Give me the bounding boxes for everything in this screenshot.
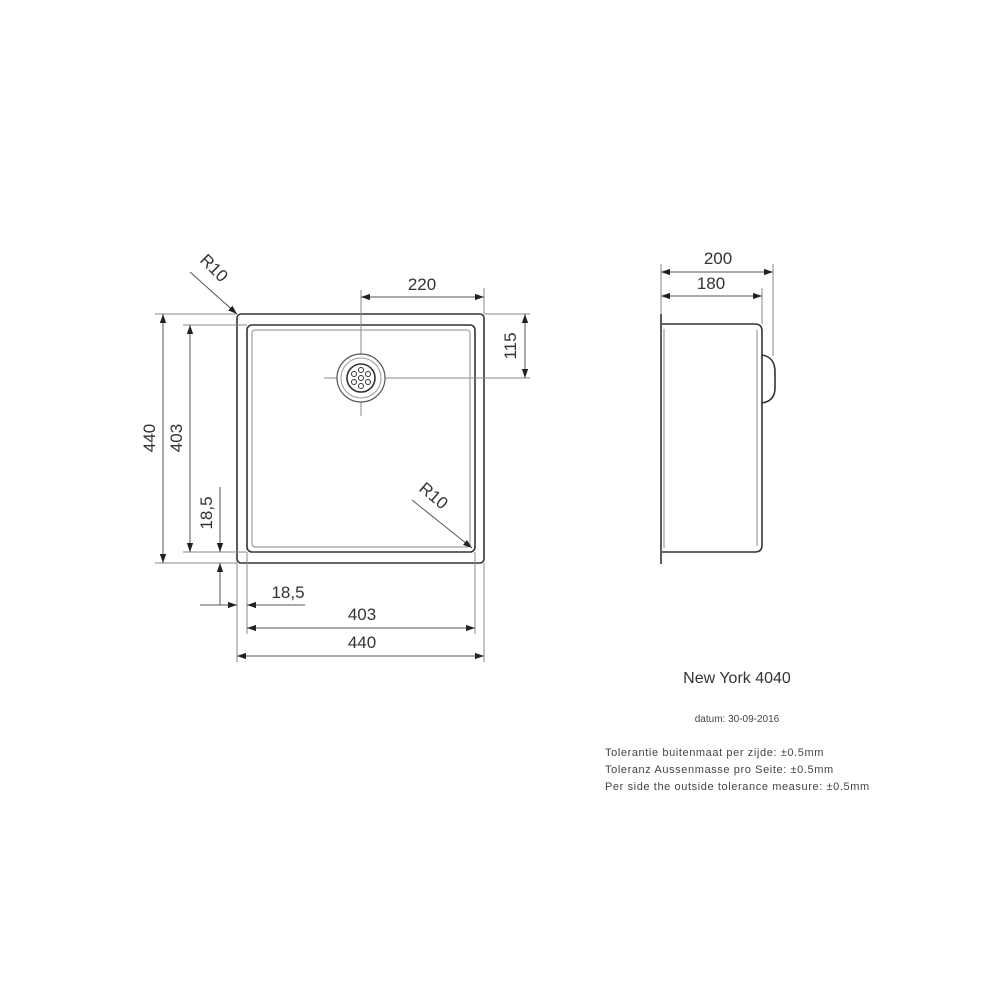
side-bowl-outline (662, 323, 763, 553)
model-name: New York 4040 (683, 670, 791, 687)
dim-bowl-depth: 180 (697, 274, 725, 293)
dim-radius-outer: R10 (196, 250, 231, 285)
dim-drain-offset-y: 115 (501, 332, 520, 359)
dim-rim-horizontal: 18,5 (271, 583, 304, 602)
side-drain-icon (761, 354, 776, 404)
dim-drain-offset-x: 220 (408, 275, 436, 294)
side-view: 200 180 (660, 249, 776, 564)
top-view: 220 115 440 403 18,5 18,5 403 440 (140, 250, 530, 662)
drawing-date: datum: 30-09-2016 (695, 714, 780, 725)
drain-icon (324, 290, 530, 416)
title-block: New York 4040 datum: 30-09-2016 Tolerant… (605, 670, 870, 793)
dim-rim-vertical: 18,5 (197, 496, 216, 529)
dim-radius-inner: R10 (415, 478, 451, 513)
dim-inner-width: 403 (348, 605, 376, 624)
dim-inner-height: 403 (167, 424, 186, 452)
tolerance-de: Toleranz Aussenmasse pro Seite: ±0.5mm (605, 764, 834, 776)
tolerance-en: Per side the outside tolerance measure: … (605, 781, 870, 793)
tolerance-nl: Tolerantie buitenmaat per zijde: ±0.5mm (605, 747, 824, 759)
dim-total-depth: 200 (704, 249, 732, 268)
dim-outer-width: 440 (348, 633, 376, 652)
dim-outer-height: 440 (140, 424, 159, 452)
